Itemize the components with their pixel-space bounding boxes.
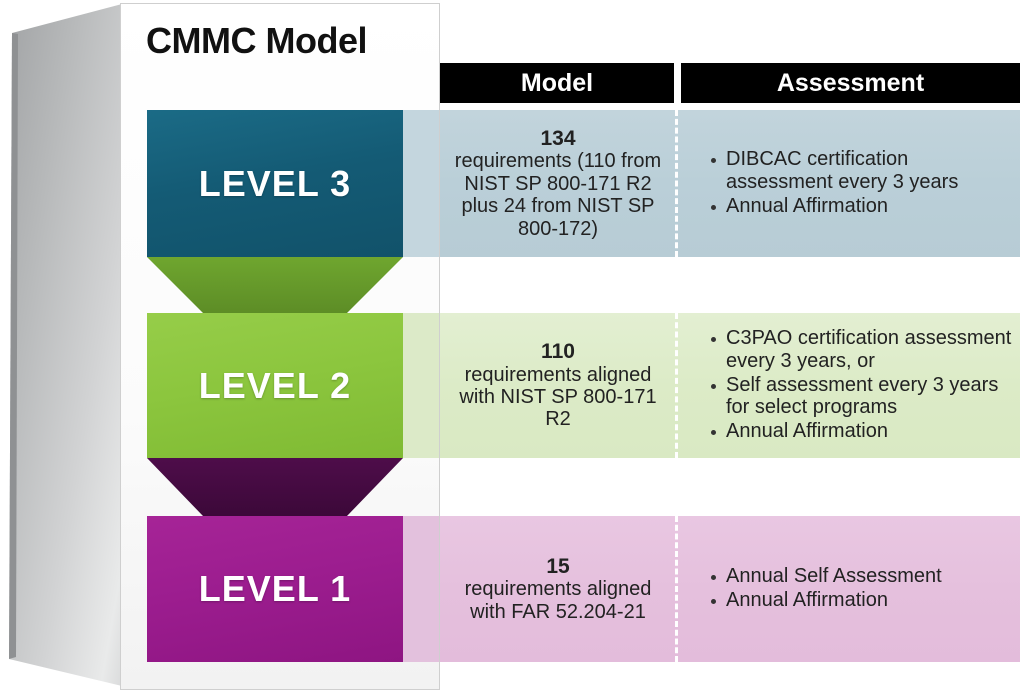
level1-assessment-list: Annual Self Assessment Annual Affirmatio… (706, 565, 1020, 613)
list-item: Annual Affirmation (711, 589, 1020, 612)
level2-label: LEVEL 2 (198, 364, 352, 406)
level3-assessment-list: DIBCAC certification assessment every 3 … (706, 148, 1020, 218)
level1-model-cell: 15 requirements aligned with FAR 52.204-… (440, 516, 676, 662)
list-item: Annual Affirmation (711, 195, 1020, 218)
list-item: Annual Self Assessment (711, 565, 1020, 588)
level3-bar: LEVEL 3 (147, 110, 403, 257)
level1-model-description: requirements aligned with FAR 52.204-21 (464, 578, 652, 623)
level2-bar: LEVEL 2 (147, 313, 403, 458)
level2-assessment-list: C3PAO certification assessment every 3 y… (706, 327, 1020, 444)
level3-requirement-count: 134 (540, 126, 576, 150)
level2-assessment-cell: C3PAO certification assessment every 3 y… (676, 313, 1020, 458)
level1-requirement-count: 15 (546, 554, 570, 578)
level3-label: LEVEL 3 (198, 162, 352, 204)
level1-column-divider (675, 516, 681, 662)
level2-model-cell: 110 requirements aligned with NIST SP 80… (440, 313, 676, 458)
column-header-model: Model (440, 63, 674, 103)
list-item: Annual Affirmation (711, 420, 1020, 443)
level1-bar: LEVEL 1 (147, 516, 403, 662)
list-item: Self assessment every 3 years for select… (711, 374, 1020, 420)
level2-column-divider (675, 313, 681, 458)
level3-assessment-cell: DIBCAC certification assessment every 3 … (676, 110, 1020, 257)
level2-bar-tail (403, 313, 439, 458)
page-title: CMMC Model (146, 20, 367, 61)
level3-model-cell: 134 requirements (110 from NIST SP 800-1… (440, 110, 676, 257)
list-item: C3PAO certification assessment every 3 y… (711, 327, 1020, 373)
list-item: DIBCAC certification assessment every 3 … (711, 148, 1020, 194)
level1-label: LEVEL 1 (198, 568, 352, 609)
column-header-assessment: Assessment (681, 63, 1020, 103)
level3-column-divider (675, 110, 681, 257)
level3-bar-tail (403, 110, 439, 257)
level1-bar-tail (403, 516, 439, 662)
level2-requirement-count: 110 (541, 340, 575, 364)
card-3d-side-panel (9, 4, 122, 686)
card-3d-side-edge (9, 33, 18, 659)
level2-model-description: requirements aligned with NIST SP 800-17… (459, 363, 657, 431)
level3-model-description: requirements (110 from NIST SP 800-171 R… (454, 150, 662, 240)
level1-assessment-cell: Annual Self Assessment Annual Affirmatio… (676, 516, 1020, 662)
